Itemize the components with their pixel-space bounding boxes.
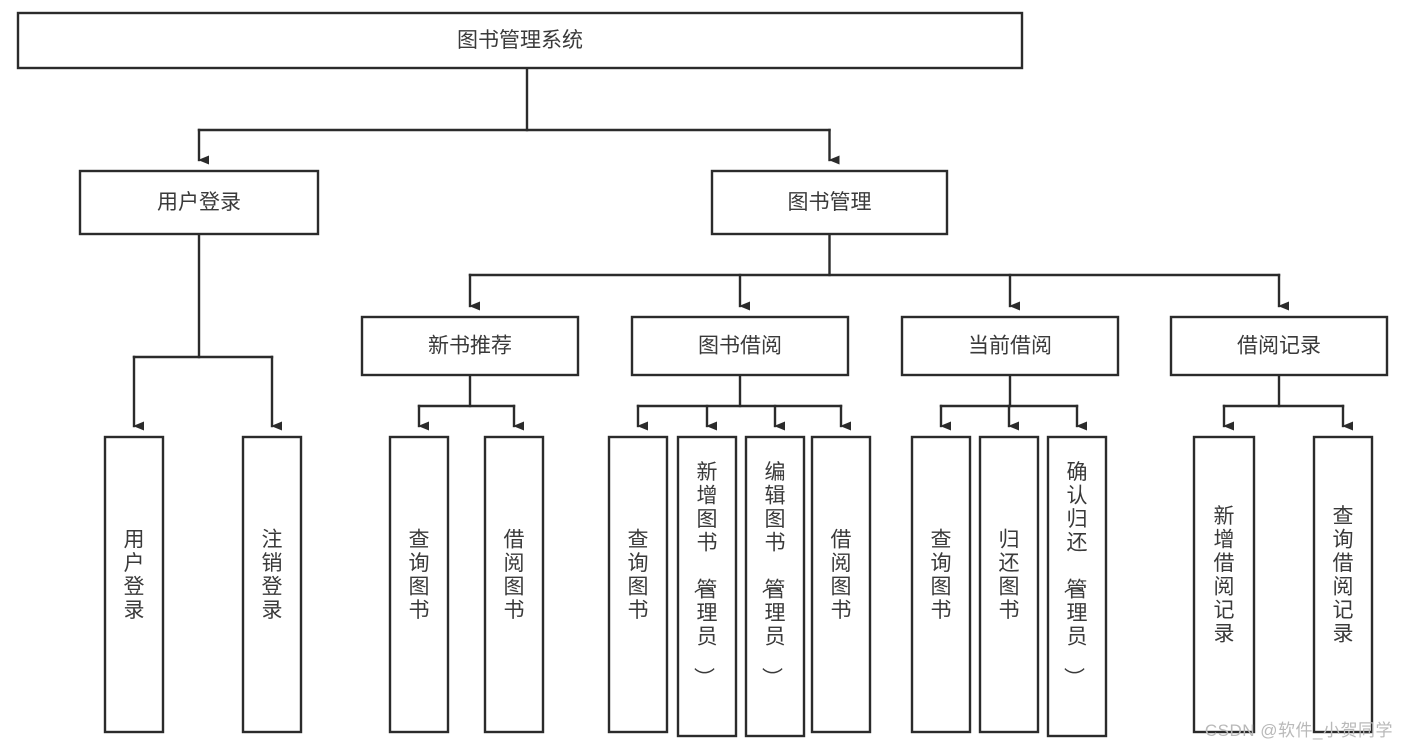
leaf-leaf-return-book[interactable]: 归还图书 [978,435,1040,734]
node-label: 图书管理 [788,191,872,214]
node-book-management[interactable]: 图书管理 [710,169,949,236]
leaf-leaf-add-book-admin[interactable]: 新增图书（管理员） [676,435,738,738]
node-rect [710,169,949,236]
node-label: 图书借阅 [698,335,782,358]
node-rect [241,435,303,734]
node-rect [744,435,806,738]
node-borrow-records[interactable]: 借阅记录 [1169,315,1389,377]
node-label: 编辑图书（管理员） [760,461,786,688]
leaf-leaf-user-login[interactable]: 用户登录 [103,435,165,734]
node-label: 借阅记录 [1237,335,1321,358]
node-label: 新增借阅记录 [1214,505,1235,646]
node-new-book-recommend[interactable]: 新书推荐 [360,315,580,377]
node-undefined[interactable]: 图书管理系统 [16,11,1024,70]
node-rect [1169,315,1389,377]
node-label: 借阅图书 [831,528,852,622]
leaf-leaf-borrow-book[interactable]: 借阅图书 [810,435,872,734]
node-rect [900,315,1120,377]
node-current-borrow[interactable]: 当前借阅 [900,315,1120,377]
leaf-leaf-borrow-query-book[interactable]: 查询图书 [607,435,669,734]
node-label: 归还图书 [999,528,1020,622]
node-rect [388,435,450,734]
node-rect [607,435,669,734]
node-label: 当前借阅 [968,335,1052,358]
node-rect [103,435,165,734]
node-label: 注销登录 [262,528,283,622]
node-label: 新增图书（管理员） [692,461,718,688]
node-label: 查询图书 [409,528,430,622]
node-book-borrow[interactable]: 图书借阅 [630,315,850,377]
node-label: 用户登录 [124,528,145,622]
node-label: 用户登录 [157,191,241,214]
node-label: 查询图书 [628,528,649,622]
node-rect [360,315,580,377]
node-label: 新书推荐 [428,335,512,358]
leaf-leaf-user-logout[interactable]: 注销登录 [241,435,303,734]
node-label: 查询借阅记录 [1333,505,1354,646]
leaf-leaf-query-borrow-record[interactable]: 查询借阅记录 [1312,435,1374,734]
node-rect [78,169,320,236]
leaf-leaf-edit-book-admin[interactable]: 编辑图书（管理员） [744,435,806,738]
node-layer: 图书管理系统用户登录图书管理新书推荐图书借阅当前借阅借阅记录用户登录注销登录查询… [16,11,1389,738]
node-rect [676,435,738,738]
leaf-leaf-cur-query-book[interactable]: 查询图书 [910,435,972,734]
node-rect [978,435,1040,734]
leaf-leaf-rec-query-book[interactable]: 查询图书 [388,435,450,734]
node-user-login[interactable]: 用户登录 [78,169,320,236]
node-rect [1192,435,1256,734]
node-rect [483,435,545,734]
node-rect [630,315,850,377]
leaf-leaf-rec-borrow-book[interactable]: 借阅图书 [483,435,545,734]
node-label: 确认归还（管理员） [1062,461,1088,688]
node-label: 查询图书 [931,528,952,622]
leaf-leaf-confirm-return-admin[interactable]: 确认归还（管理员） [1046,435,1108,738]
connector-layer [132,66,1353,431]
leaf-leaf-add-borrow-record[interactable]: 新增借阅记录 [1192,435,1256,734]
node-rect [16,11,1024,70]
node-rect [1046,435,1108,738]
node-rect [910,435,972,734]
node-rect [1312,435,1374,734]
node-label: 借阅图书 [504,528,525,622]
node-label: 图书管理系统 [457,29,583,52]
node-rect [810,435,872,734]
